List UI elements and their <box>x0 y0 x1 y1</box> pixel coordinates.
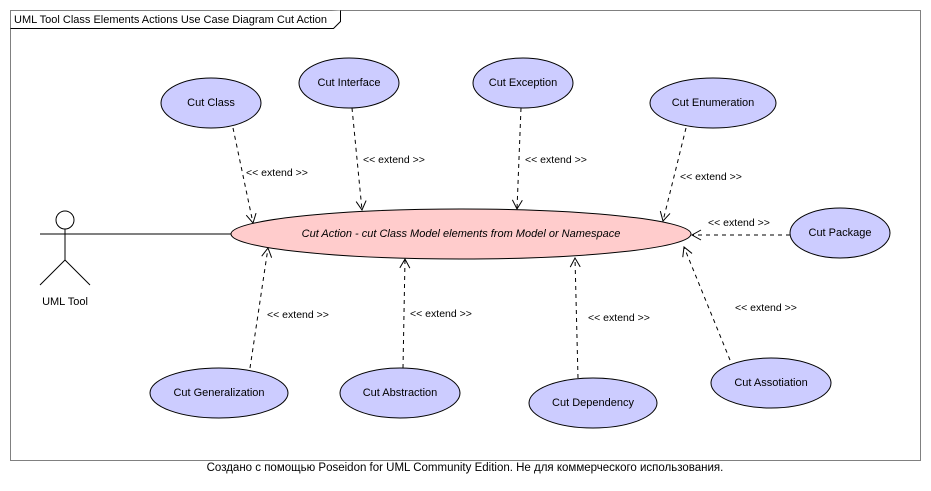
use-case-label: Cut Generalization <box>173 387 264 399</box>
use-case-cut-exception[interactable]: Cut Exception <box>472 57 574 109</box>
extend-label-cut-assotiation: << extend >> <box>735 302 797 314</box>
use-case-label: Cut Dependency <box>552 397 634 409</box>
extend-arrow-cut-dependency <box>569 256 581 379</box>
footer-note: Создано с помощью Poseidon for UML Commu… <box>207 462 724 474</box>
extend-label-cut-generalization: << extend >> <box>267 309 329 321</box>
diagram-frame <box>10 10 921 461</box>
extend-relations: << extend >> << extend >> << extend >> << e… <box>232 107 797 379</box>
use-case-cut-assotiation[interactable]: Cut Assotiation <box>710 357 832 409</box>
main-use-case-label: Cut Action - cut Class Model elements fr… <box>302 228 621 240</box>
extend-arrow-cut-abstraction <box>399 257 411 369</box>
use-case-cut-generalization[interactable]: Cut Generalization <box>149 367 289 419</box>
extend-arrow-cut-interface <box>351 107 367 212</box>
use-case-cut-class[interactable]: Cut Class <box>160 77 262 129</box>
title-tab <box>10 10 341 29</box>
extend-arrow-cut-assotiation <box>682 246 731 361</box>
use-case-label: Cut Exception <box>489 77 557 89</box>
extend-label-cut-interface: << extend >> <box>363 154 425 166</box>
use-case-label: Cut Enumeration <box>672 97 755 109</box>
use-case-label: Cut Interface <box>318 77 381 89</box>
extend-label-cut-exception: << extend >> <box>525 154 587 166</box>
extend-label-cut-dependency: << extend >> <box>588 312 650 324</box>
use-cases: Cut Class Cut Interface Cut Exception Cu… <box>149 57 891 429</box>
extend-label-cut-enumeration: << extend >> <box>680 171 742 183</box>
extend-arrow-cut-exception <box>511 107 523 211</box>
use-case-cut-enumeration[interactable]: Cut Enumeration <box>649 77 777 129</box>
actor-uml-tool[interactable]: UML Tool <box>39 210 91 308</box>
use-case-cut-package[interactable]: Cut Package <box>789 207 891 259</box>
extend-arrow-cut-generalization <box>249 246 273 369</box>
extend-arrow-cut-class <box>232 127 257 225</box>
use-case-cut-abstraction[interactable]: Cut Abstraction <box>339 367 461 419</box>
use-case-cut-interface[interactable]: Cut Interface <box>298 57 400 109</box>
use-case-label: Cut Class <box>187 97 235 109</box>
extend-label-cut-package: << extend >> <box>708 217 770 229</box>
use-case-label: Cut Package <box>809 227 872 239</box>
use-case-label: Cut Assotiation <box>734 377 807 389</box>
use-case-cut-dependency[interactable]: Cut Dependency <box>528 377 658 429</box>
actor-head-icon <box>55 210 75 230</box>
diagram-title: UML Tool Class Elements Actions Use Case… <box>14 14 327 26</box>
extend-label-cut-class: << extend >> <box>246 167 308 179</box>
extend-label-cut-abstraction: << extend >> <box>410 308 472 320</box>
main-use-case[interactable]: Cut Action - cut Class Model elements fr… <box>230 208 692 260</box>
use-case-label: Cut Abstraction <box>363 387 438 399</box>
actor-label: UML Tool <box>42 296 88 308</box>
